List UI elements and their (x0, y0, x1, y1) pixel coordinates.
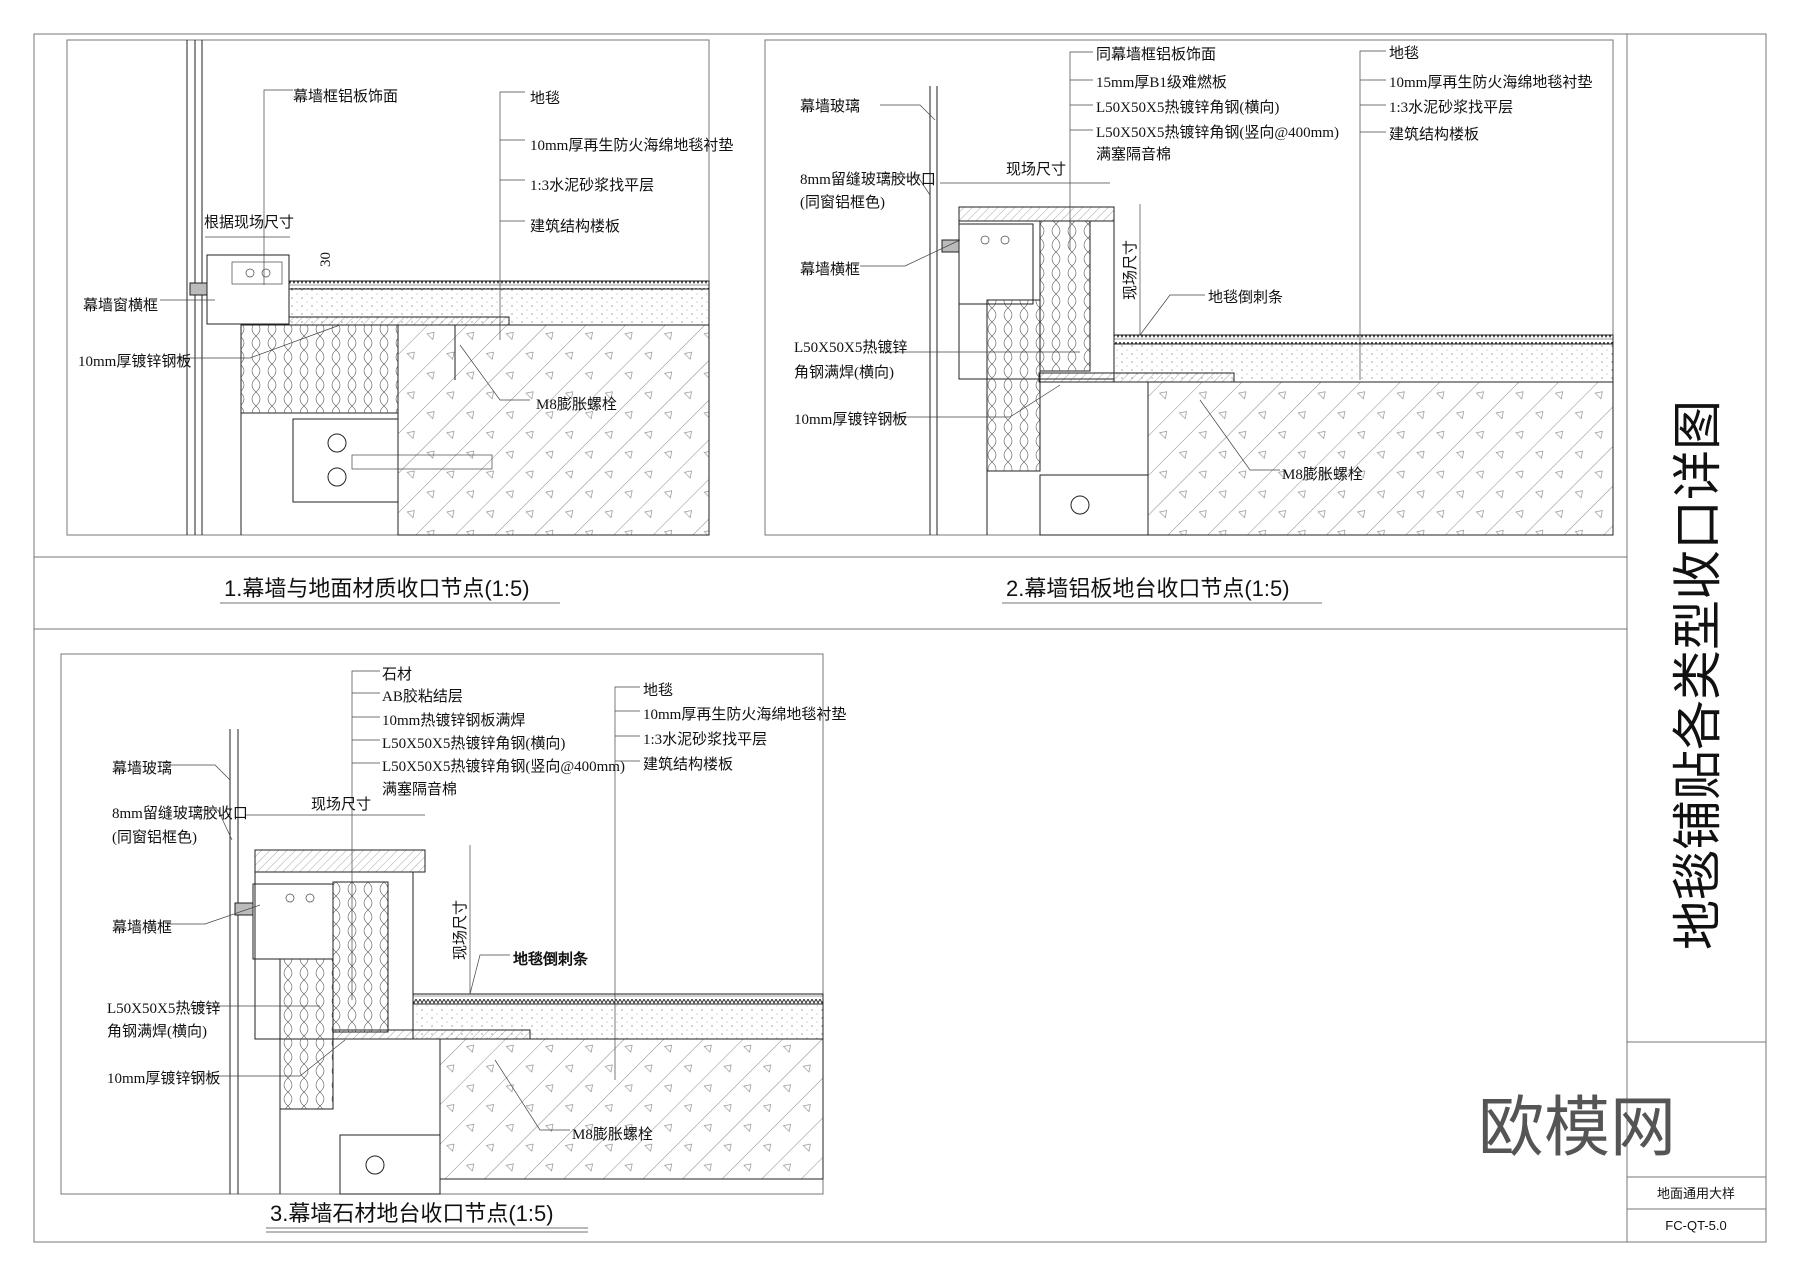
detail-3: 石材 AB胶粘结层 10mm热镀锌钢板满焊 L50X50X5热镀锌角钢(横向) … (60, 653, 846, 1195)
label-carpet: 地毯 (643, 682, 673, 699)
label-fire-board: 15mm厚B1级难燃板 (1096, 73, 1227, 91)
label-site-dimension-v: 现场尺寸 (1122, 240, 1139, 300)
carpet-layer (288, 280, 710, 290)
label-facing: 同幕墙框铝板饰面 (1096, 45, 1216, 63)
label-carpet: 地毯 (1389, 45, 1419, 62)
label-dim-30: 30 (318, 252, 334, 267)
label-site-dimension-h: 现场尺寸 (1006, 161, 1066, 178)
label-steel-plate: 10mm厚镀锌钢板 (78, 352, 191, 370)
label-site-dimension: 根据现场尺寸 (204, 214, 294, 231)
label-sealant: 8mm留缝玻璃胶收口 (800, 171, 936, 188)
label-angle-horizontal: L50X50X5热镀锌角钢(横向) (382, 735, 565, 752)
label-bolt: M8膨胀螺栓 (1282, 466, 1363, 483)
drawing-name: 地面通用大样 (1657, 1186, 1735, 1201)
label-site-dimension-v: 现场尺寸 (452, 900, 469, 960)
label-site-dimension-h: 现场尺寸 (311, 796, 371, 813)
detail-3-title: 3.幕墙石材地台收口节点(1:5) (270, 1201, 554, 1226)
label-steel-plate: 10mm厚镀锌钢板 (794, 410, 907, 428)
detail-1: 幕墙框铝板饰面 地毯 10mm厚再生防火海绵地毯衬垫 1:3水泥砂浆找平层 建筑… (66, 39, 733, 536)
label-ab-glue: AB胶粘结层 (382, 688, 463, 705)
label-angle-weld: L50X50X5热镀锌 (794, 339, 907, 356)
label-sealant-color: (同窗铝框色) (112, 828, 197, 846)
label-glass: 幕墙玻璃 (112, 760, 172, 777)
stone-cap (254, 849, 426, 873)
drawing-number: FC-QT-5.0 (1665, 1218, 1726, 1233)
detail-2-title: 2.幕墙铝板地台收口节点(1:5) (1006, 576, 1290, 601)
label-stone: 石材 (382, 666, 412, 683)
label-angle-weld-2: 角钢满焊(横向) (794, 364, 894, 381)
label-facing: 幕墙框铝板饰面 (293, 87, 398, 105)
label-insulation: 满塞隔音棉 (382, 780, 457, 798)
sheet-frame (33, 33, 1767, 1243)
label-angle-horizontal: L50X50X5热镀锌角钢(横向) (1096, 99, 1279, 116)
label-underlay: 10mm厚再生防火海绵地毯衬垫 (1389, 74, 1592, 91)
label-steel-plate: 10mm厚镀锌钢板 (107, 1069, 220, 1087)
label-screed: 1:3水泥砂浆找平层 (530, 176, 654, 194)
detail-1-title: 1.幕墙与地面材质收口节点(1:5) (224, 576, 530, 601)
sheet-main-title: 地毯铺贴各类型收口详图 (1670, 400, 1726, 950)
label-screed: 1:3水泥砂浆找平层 (643, 730, 767, 748)
label-transom: 幕墙横框 (800, 261, 860, 278)
label-slab: 建筑结构楼板 (643, 755, 733, 773)
label-angle-weld: L50X50X5热镀锌 (107, 1000, 220, 1017)
label-sealant-color: (同窗铝框色) (800, 193, 885, 211)
label-underlay: 10mm厚再生防火海绵地毯衬垫 (530, 137, 733, 154)
label-steel-weld: 10mm热镀锌钢板满焊 (382, 711, 525, 729)
label-insulation: 满塞隔音棉 (1096, 145, 1171, 163)
label-bolt: M8膨胀螺栓 (572, 1126, 653, 1143)
label-transom: 幕墙横框 (112, 919, 172, 936)
label-angle-vertical: L50X50X5热镀锌角钢(竖向@400mm) (1096, 124, 1339, 141)
label-underlay: 10mm厚再生防火海绵地毯衬垫 (643, 706, 846, 723)
logo-watermark: 欧模网 (1478, 1090, 1676, 1164)
detail-2: 同幕墙框铝板饰面 15mm厚B1级难燃板 L50X50X5热镀锌角钢(横向) L… (764, 39, 1614, 536)
label-gripper: 地毯倒刺条 (1208, 289, 1283, 306)
label-angle-vertical: L50X50X5热镀锌角钢(竖向@400mm) (382, 758, 625, 775)
label-sealant: 8mm留缝玻璃胶收口 (112, 805, 248, 822)
label-carpet: 地毯 (530, 90, 560, 107)
label-gripper: 地毯倒刺条 (513, 950, 589, 968)
label-slab: 建筑结构楼板 (1389, 125, 1479, 143)
label-angle-weld-2: 角钢满焊(横向) (107, 1023, 207, 1040)
label-glass: 幕墙玻璃 (800, 98, 860, 115)
label-transom: 幕墙窗横框 (83, 296, 158, 314)
label-screed: 1:3水泥砂浆找平层 (1389, 98, 1513, 116)
label-slab: 建筑结构楼板 (530, 217, 620, 235)
transom-frame (206, 254, 290, 325)
label-bolt: M8膨胀螺栓 (536, 396, 617, 413)
